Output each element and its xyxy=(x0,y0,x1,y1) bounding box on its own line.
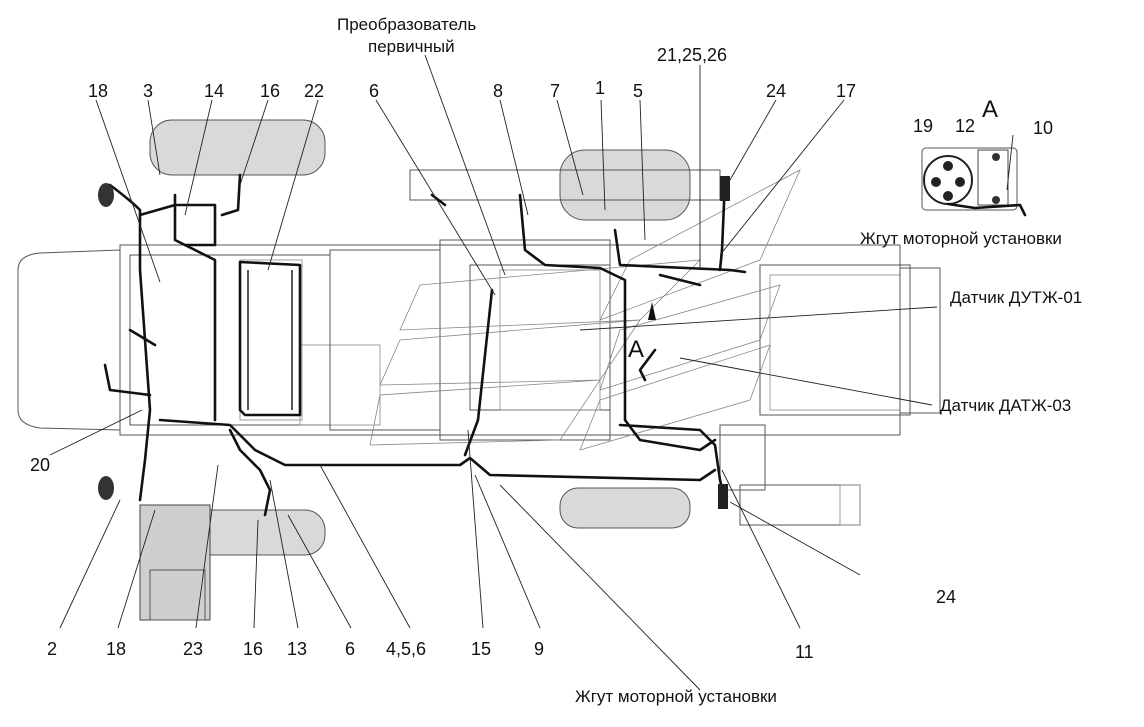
callout-16-bottom: 16 xyxy=(243,639,263,659)
projection-panels xyxy=(369,169,801,451)
callout-14: 14 xyxy=(204,81,224,101)
callout-3: 3 xyxy=(143,81,153,101)
callout-22: 22 xyxy=(304,81,324,101)
callout-20: 20 xyxy=(30,455,50,475)
callout-23: 23 xyxy=(183,639,203,659)
callout-5-top: 5 xyxy=(633,81,643,101)
engine-harness-label-top: Жгут моторной установки xyxy=(860,229,1062,248)
primary-converter-label-line1: Преобразователь xyxy=(337,15,476,34)
rear-lamp-bottom xyxy=(718,484,728,509)
headlamp-left xyxy=(98,183,114,207)
callout-7: 7 xyxy=(550,81,560,101)
callout-6-top: 6 xyxy=(369,81,379,101)
callout-21-25-26: 21,25,26 xyxy=(657,45,727,65)
callout-17: 17 xyxy=(836,81,856,101)
rear-left-wheel xyxy=(559,149,691,221)
front-left-wheel xyxy=(149,119,326,176)
arrow-marker xyxy=(648,302,656,320)
callout-18-bottom: 18 xyxy=(106,639,126,659)
callout-6-bottom: 6 xyxy=(345,639,355,659)
callout-13: 13 xyxy=(287,639,307,659)
view-a-marker: А xyxy=(628,336,644,363)
leader-lines xyxy=(49,54,938,691)
detail-callout-10: 10 xyxy=(1033,118,1053,138)
callout-16-top: 16 xyxy=(260,81,280,101)
detail-callout-12: 12 xyxy=(955,116,975,136)
headlamp-right xyxy=(98,476,114,500)
callout-2: 2 xyxy=(47,639,57,659)
control-box xyxy=(139,504,211,621)
callout-24-bottom: 24 xyxy=(936,587,956,607)
rear-lamp-top xyxy=(720,176,730,201)
wiring-harness xyxy=(98,173,747,517)
engine-harness-label-bottom: Жгут моторной установки xyxy=(575,687,777,706)
detail-callout-19: 19 xyxy=(913,116,933,136)
pedal-panel xyxy=(139,424,766,621)
callout-9: 9 xyxy=(534,639,544,659)
callout-1: 1 xyxy=(595,78,605,98)
sensor-dutzh-label: Датчик ДУТЖ-01 xyxy=(950,288,1082,307)
rear-right-wheel xyxy=(559,487,691,529)
text-labels: Преобразователь первичный 18 3 14 16 22 … xyxy=(30,15,1082,706)
callout-4-5-6: 4,5,6 xyxy=(386,639,426,659)
callout-11: 11 xyxy=(795,642,814,662)
callout-24-top: 24 xyxy=(766,81,786,101)
callout-15: 15 xyxy=(471,639,491,659)
sensor-datzh-label: Датчик ДАТЖ-03 xyxy=(940,396,1071,415)
primary-converter-label-line2: первичный xyxy=(368,37,455,56)
callout-18-top: 18 xyxy=(88,81,108,101)
detail-view-title: А xyxy=(982,96,998,123)
detail-view-a xyxy=(921,134,1027,217)
callout-8: 8 xyxy=(493,81,503,101)
